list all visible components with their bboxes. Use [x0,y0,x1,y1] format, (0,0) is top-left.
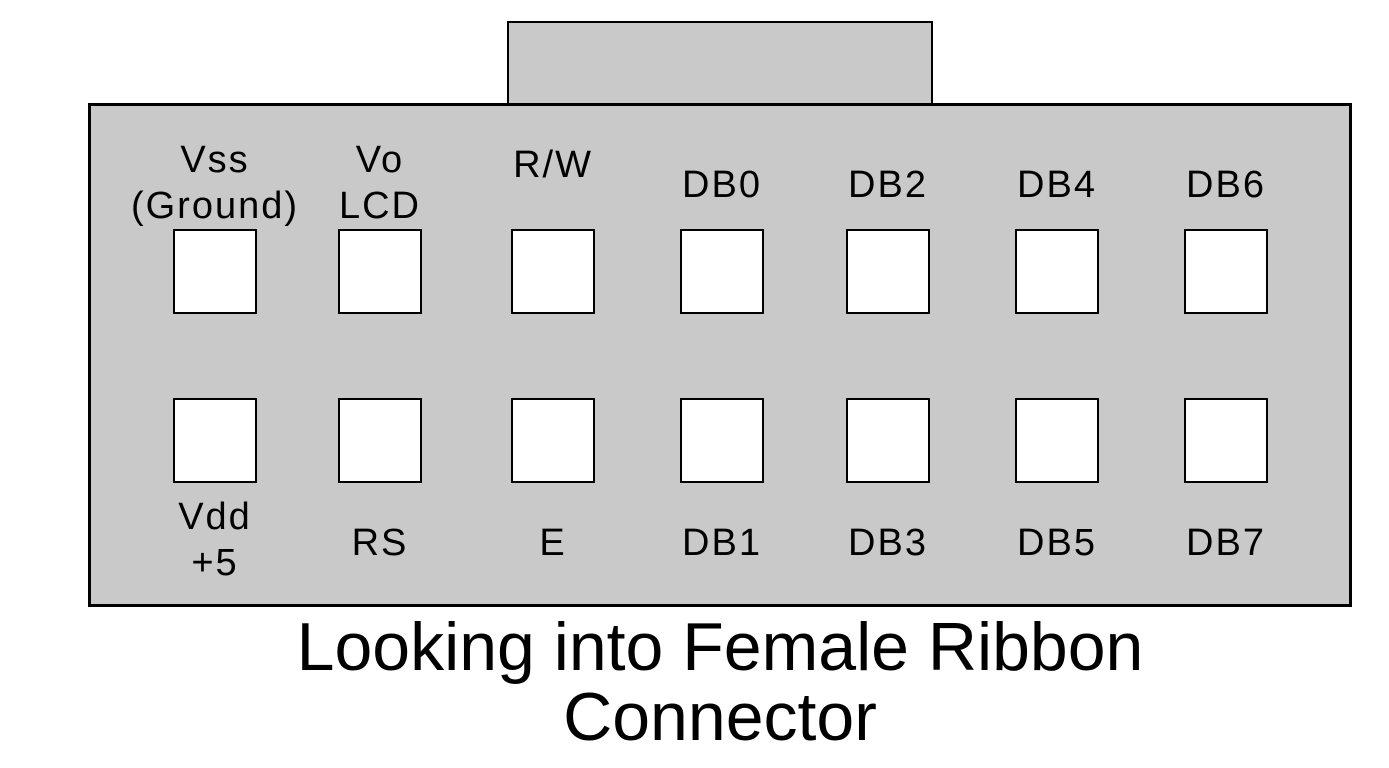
pin-socket-vo [338,229,422,314]
pin-socket-db0 [680,229,764,314]
pin-socket-db2 [846,229,930,314]
pin-socket-db6 [1184,229,1268,314]
pin-socket-db5 [1015,398,1099,483]
pin-label-db1: DB1 [682,522,762,564]
diagram-caption: Looking into Female Ribbon Connector [296,609,1144,755]
pin-socket-db7 [1184,398,1268,483]
pin-socket-vss [173,229,257,314]
pin-label-db2: DB2 [848,164,928,206]
pin-label-db7: DB7 [1186,522,1266,564]
pin-label-vo-lcd: Vo LCD [338,139,422,227]
pin-label-db5: DB5 [1017,522,1097,564]
pin-label-rw: R/W [513,144,593,186]
connector-body [88,103,1352,607]
pin-label-vss-ground: Vss (Ground) [130,139,300,227]
pin-label-db6: DB6 [1186,164,1266,206]
pin-socket-db1 [680,398,764,483]
pin-label-rs: RS [351,522,409,564]
connector-key-tab [507,21,933,107]
pin-socket-rs [338,398,422,483]
pin-socket-vdd [173,398,257,483]
pin-socket-e [511,398,595,483]
pin-label-db0: DB0 [682,164,762,206]
pin-label-vdd-5v: Vdd +5 [178,496,252,584]
pin-socket-db4 [1015,229,1099,314]
pin-label-db4: DB4 [1017,164,1097,206]
pin-label-db3: DB3 [848,522,928,564]
pin-socket-rw [511,229,595,314]
pin-socket-db3 [846,398,930,483]
pin-label-e: E [539,522,567,564]
